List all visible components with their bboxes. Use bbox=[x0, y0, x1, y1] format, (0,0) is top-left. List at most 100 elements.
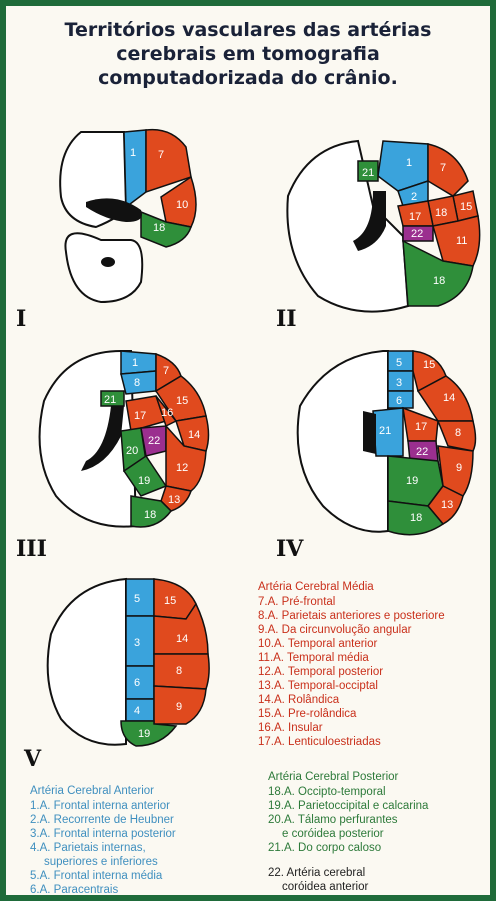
legend-aca-item: superiores e inferiores bbox=[30, 855, 176, 869]
panel-IV-diagram: 5 3 6 15 14 21 17 8 22 9 19 13 18 bbox=[288, 346, 483, 546]
panel-I-label-1: 1 bbox=[130, 147, 136, 159]
legend-mca-item: 9.A. Da circunvolução angular bbox=[258, 623, 445, 637]
panel-III-label-12: 12 bbox=[176, 462, 188, 474]
panel-II-label-18-insular: 18 bbox=[435, 207, 447, 219]
panel-V-label-6: 6 bbox=[134, 677, 140, 689]
figure-frame: Territórios vasculares das artérias cere… bbox=[6, 6, 490, 895]
legend-aca-item: 3.A. Frontal interna posterior bbox=[30, 827, 176, 841]
legend-pca-item: 19.A. Parietoccipital e calcarina bbox=[268, 799, 428, 813]
panel-IV-label-8: 8 bbox=[455, 427, 461, 439]
panel-I-region-1 bbox=[124, 130, 146, 207]
panel-I-cerebellum bbox=[65, 233, 142, 302]
panel-II-label-22: 22 bbox=[411, 228, 423, 240]
panel-IV-label-19: 19 bbox=[406, 475, 418, 487]
legend-aca-item: 2.A. Recorrente de Heubner bbox=[30, 813, 176, 827]
panel-III-roman: III bbox=[16, 536, 47, 562]
panel-V-label-8: 8 bbox=[176, 665, 182, 677]
panel-I-roman: I bbox=[16, 306, 26, 332]
panel-II-label-1: 1 bbox=[406, 157, 412, 169]
panel-IV-label-9: 9 bbox=[456, 462, 462, 474]
panel-IV-label-21: 21 bbox=[379, 425, 391, 437]
panel-IV-label-15: 15 bbox=[423, 359, 435, 371]
panel-III-label-14: 14 bbox=[188, 429, 200, 441]
legend-pca-item: e coróidea posterior bbox=[268, 827, 428, 841]
panel-III-label-20: 20 bbox=[126, 445, 138, 457]
panel-II-label-7: 7 bbox=[440, 162, 446, 174]
legend-mca-title: Artéria Cerebral Média bbox=[258, 580, 445, 594]
legend-pca-title: Artéria Cerebral Posterior bbox=[268, 770, 428, 784]
legend-mca-item: 8.A. Parietais anteriores e posteriore bbox=[258, 609, 445, 623]
title-line-1: Territórios vasculares das artérias bbox=[16, 18, 480, 42]
legend-mca-item: 10.A. Temporal anterior bbox=[258, 637, 445, 651]
panel-IV-label-22: 22 bbox=[416, 446, 428, 458]
legend-pca: Artéria Cerebral Posterior 18.A. Occipto… bbox=[268, 770, 428, 855]
panel-II-label-17: 17 bbox=[409, 211, 421, 223]
panel-III-diagram: 1 8 21 7 15 17 16 14 20 22 12 19 13 18 bbox=[26, 346, 216, 541]
legend-pca-item: 20.A. Tálamo perfurantes bbox=[268, 813, 428, 827]
panel-IV-roman: IV bbox=[276, 536, 303, 562]
legend-aca-item: 6.A. Paracentrais bbox=[30, 883, 176, 895]
legend-choroid-line-1: 22. Artéria cerebral bbox=[268, 866, 368, 880]
legend-mca-item: 14.A. Rolândica bbox=[258, 693, 445, 707]
legend-aca-title: Artéria Cerebral Anterior bbox=[30, 784, 176, 798]
legend-aca-item: 1.A. Frontal interna anterior bbox=[30, 799, 176, 813]
legend-mca-item: 16.A. Insular bbox=[258, 721, 445, 735]
panel-II-label-15: 15 bbox=[460, 201, 472, 213]
panel-II-label-18: 18 bbox=[433, 275, 445, 287]
panel-III-label-22: 22 bbox=[148, 435, 160, 447]
panel-III-label-21: 21 bbox=[104, 394, 116, 406]
panel-IV-label-14: 14 bbox=[443, 392, 455, 404]
panel-V-label-14: 14 bbox=[176, 633, 188, 645]
panel-V-label-4: 4 bbox=[134, 705, 140, 717]
panel-IV-label-18: 18 bbox=[410, 512, 422, 524]
panel-I-fourth-ventricle bbox=[101, 257, 115, 267]
legend-mca-item: 11.A. Temporal média bbox=[258, 651, 445, 665]
panel-III-label-17: 17 bbox=[134, 410, 146, 422]
title-line-2: cerebrais em tomografia bbox=[16, 42, 480, 66]
legend-mca-item: 12.A. Temporal posterior bbox=[258, 665, 445, 679]
legend-aca-item: 5.A. Frontal interna média bbox=[30, 869, 176, 883]
panel-V-left-hemisphere bbox=[48, 579, 126, 745]
legend-choroid-line-2: coróidea anterior bbox=[268, 880, 368, 894]
panel-I-diagram: 1 7 10 18 bbox=[46, 122, 216, 312]
panel-IV-label-3: 3 bbox=[396, 377, 402, 389]
legend-choroid: 22. Artéria cerebral coróidea anterior bbox=[268, 866, 368, 894]
legend-mca-item: 13.A. Temporal-occiptal bbox=[258, 679, 445, 693]
panel-III-label-7: 7 bbox=[163, 365, 169, 377]
panel-V-label-5: 5 bbox=[134, 593, 140, 605]
panel-V-roman: V bbox=[24, 746, 41, 772]
figure-title: Territórios vasculares das artérias cere… bbox=[16, 18, 480, 90]
legend-pca-item: 18.A. Occipto-temporal bbox=[268, 785, 428, 799]
legend-mca-item: 17.A. Lenticuloestriadas bbox=[258, 735, 445, 749]
panel-IV-label-5: 5 bbox=[396, 357, 402, 369]
panel-III-label-15: 15 bbox=[176, 395, 188, 407]
legend-mca-item: 15.A. Pre-rolândica bbox=[258, 707, 445, 721]
panel-III-label-16: 16 bbox=[161, 407, 173, 419]
panel-V-diagram: 5 15 3 14 6 8 4 9 19 bbox=[36, 574, 226, 759]
panel-III-region-1 bbox=[121, 351, 156, 374]
panel-II-roman: II bbox=[276, 306, 297, 332]
panel-I-label-18: 18 bbox=[153, 222, 165, 234]
panel-III-label-19: 19 bbox=[138, 475, 150, 487]
panel-II-label-11: 11 bbox=[456, 235, 467, 247]
title-line-3: computadorizada do crânio. bbox=[16, 66, 480, 90]
panel-III-label-18: 18 bbox=[144, 509, 156, 521]
panel-III-label-1: 1 bbox=[132, 357, 138, 369]
panel-III-label-8: 8 bbox=[134, 377, 140, 389]
panel-V-label-3: 3 bbox=[134, 637, 140, 649]
panel-IV-label-13: 13 bbox=[441, 499, 453, 511]
panel-IV-ventricle bbox=[363, 411, 376, 454]
panel-III-label-13: 13 bbox=[168, 494, 180, 506]
legend-aca: Artéria Cerebral Anterior 1.A. Frontal i… bbox=[30, 784, 176, 895]
panel-IV-label-6: 6 bbox=[396, 395, 402, 407]
panel-IV-label-17: 17 bbox=[415, 421, 427, 433]
legend-pca-item: 21.A. Do corpo caloso bbox=[268, 841, 428, 855]
panel-I-label-7: 7 bbox=[158, 149, 164, 161]
legend-mca: Artéria Cerebral Média 7.A. Pré-frontal … bbox=[258, 580, 445, 749]
panel-I-label-10: 10 bbox=[176, 199, 188, 211]
panel-V-label-19: 19 bbox=[138, 728, 150, 740]
panel-II-region-7 bbox=[428, 144, 468, 196]
legend-aca-item: 4.A. Parietais internas, bbox=[30, 841, 176, 855]
panel-V-label-15: 15 bbox=[164, 595, 176, 607]
panel-II-label-2: 2 bbox=[411, 191, 417, 203]
